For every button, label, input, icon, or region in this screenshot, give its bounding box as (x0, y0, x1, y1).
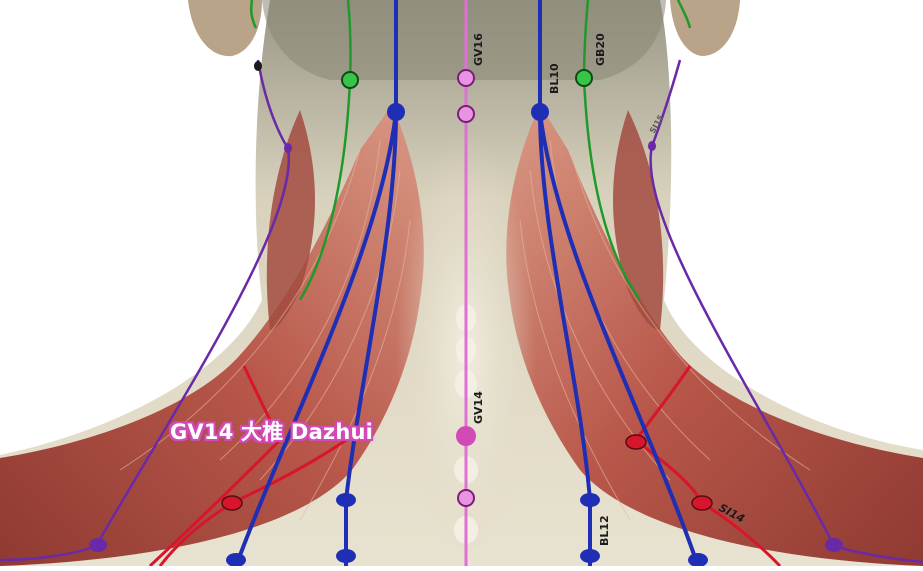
gv15-point (458, 106, 474, 122)
bl12-left-point (336, 549, 356, 563)
tb-left-point (89, 538, 107, 552)
gv14-label: GV14 (472, 391, 485, 424)
tb-top-left-point (254, 61, 262, 71)
bl10-label: BL10 (548, 63, 561, 94)
si14-left-point (222, 496, 242, 510)
bl12-right-point (580, 549, 600, 563)
tb-upper-left-point (284, 143, 292, 153)
bl11-right-point (580, 493, 600, 507)
bl11-left-point (336, 493, 356, 507)
gb20-left-point (342, 72, 358, 88)
si15-right-point (626, 435, 646, 449)
gv14-callout: GV14 大椎 Dazhui (170, 416, 373, 446)
gv13-point (458, 490, 474, 506)
si14-right-point (692, 496, 712, 510)
gv16-label: GV16 (472, 33, 485, 66)
bl12-label: BL12 (598, 515, 611, 546)
right-ear (670, 0, 740, 56)
gb20-right-point (576, 70, 592, 86)
gb20-label: GB20 (594, 33, 607, 66)
tb-upper-right-point (648, 141, 656, 151)
gv16-point (458, 70, 474, 86)
tb-right-point (825, 538, 843, 552)
bl10-right-point (531, 103, 549, 121)
gv14-point (456, 426, 476, 446)
bl10-left-point (387, 103, 405, 121)
